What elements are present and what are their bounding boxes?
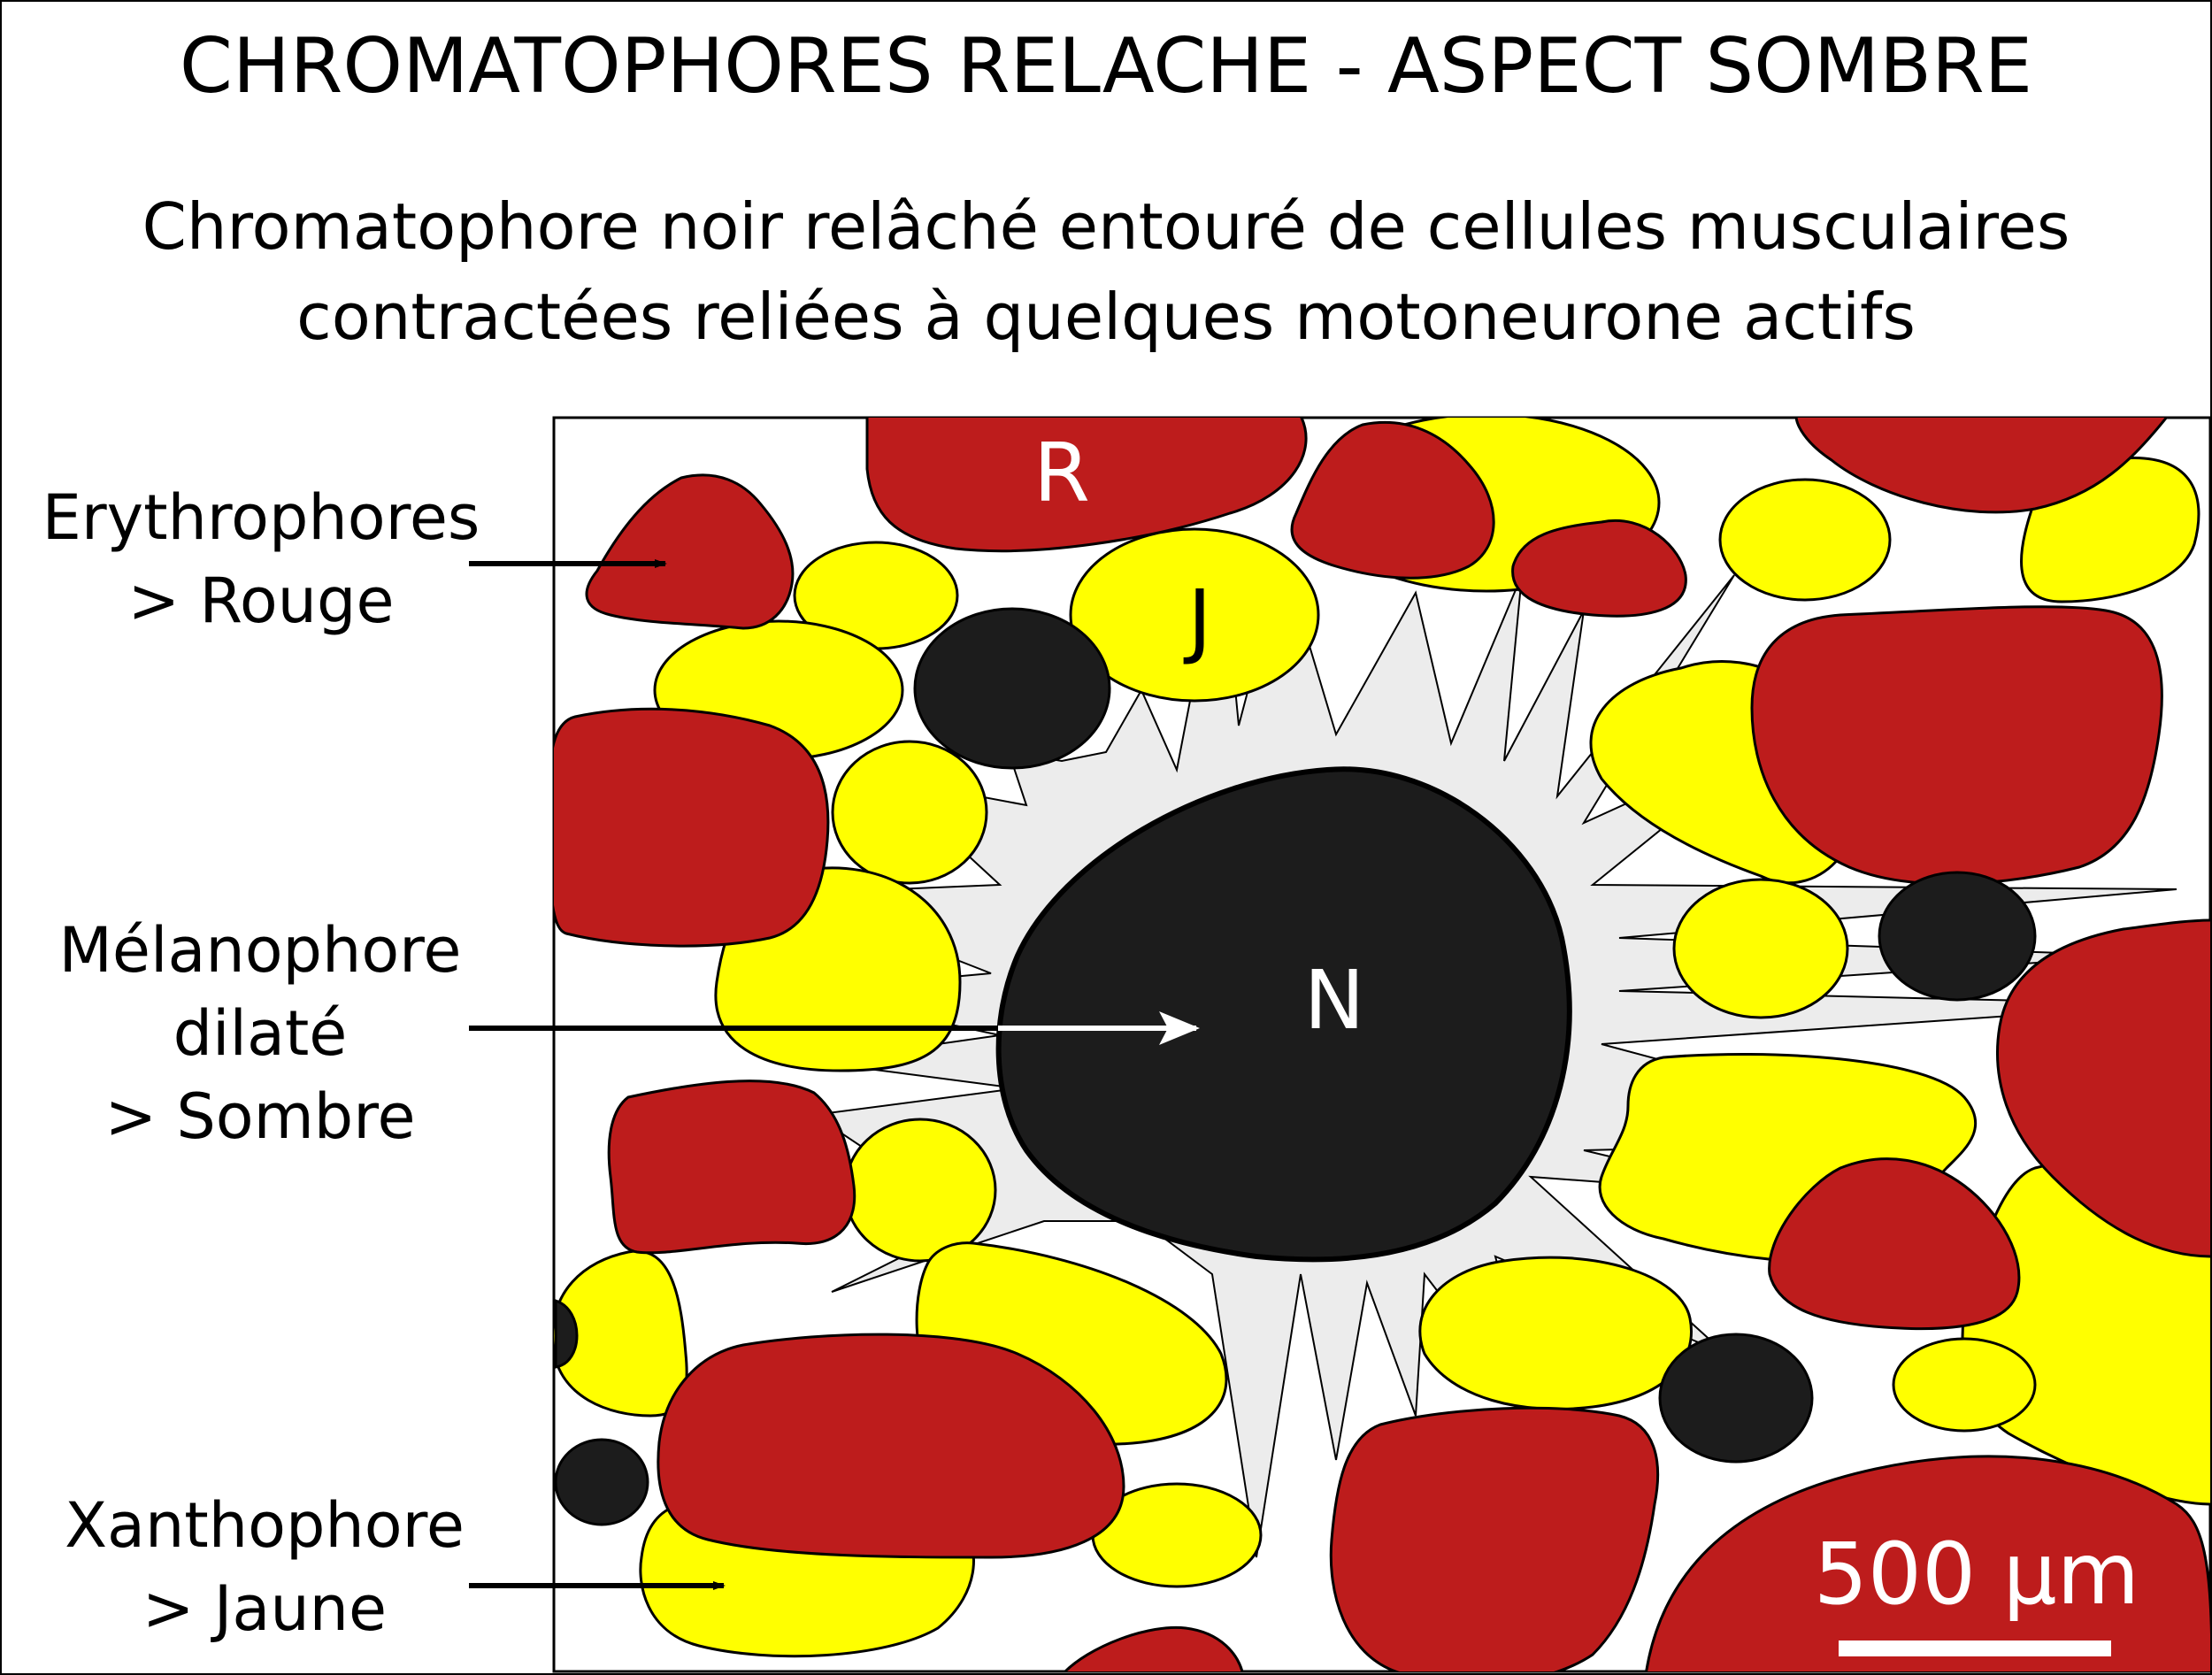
erythrophore-cell bbox=[1290, 420, 1495, 580]
erythrophore-cell bbox=[1768, 1157, 2021, 1331]
figure-subtitle: Chromatophore noir relâché entouré de ce… bbox=[0, 181, 2212, 362]
subtitle-line-1: Chromatophore noir relâché entouré de ce… bbox=[142, 189, 2070, 264]
melanophore-label-line-1: Mélanophore bbox=[58, 914, 462, 987]
xanthophore-cell bbox=[1672, 878, 1849, 1019]
erythrophore-cell bbox=[865, 418, 1308, 553]
red-cell-letter: R bbox=[1033, 426, 1090, 520]
melanophore-arrowhead bbox=[1159, 1011, 1200, 1045]
erythrophore-cell bbox=[1996, 918, 2210, 1258]
black-cell-letter: N bbox=[1304, 953, 1365, 1048]
erythrophore-cell bbox=[607, 1080, 856, 1255]
xanthophore-cell bbox=[1892, 1337, 2037, 1433]
melanophore-label-line-3: > Sombre bbox=[104, 1080, 416, 1153]
melanophore-cell bbox=[554, 1298, 579, 1369]
scale-bar-label: 500 µm bbox=[1814, 1525, 2139, 1624]
xanthophore-cell bbox=[843, 1118, 997, 1263]
erythrophore-cell bbox=[1063, 1625, 1244, 1671]
melanophore-label-line-2: dilaté bbox=[173, 997, 348, 1070]
figure-title: CHROMATOPHORES RELACHE - ASPECT SOMBRE bbox=[179, 22, 2033, 111]
erythrophore-cell bbox=[1645, 1455, 2210, 1671]
erythrophores-label-line-1: Erythrophores bbox=[42, 481, 480, 554]
xanthophore-cell bbox=[1718, 478, 1892, 602]
melanophore-cell bbox=[554, 1438, 649, 1526]
yellow-cell-letter: J bbox=[1183, 572, 1211, 667]
xanthophore-label: Xanthophore > Jaune bbox=[0, 1484, 530, 1650]
erythrophore-cell bbox=[1329, 1406, 1660, 1671]
erythrophore-cell bbox=[657, 1333, 1125, 1559]
erythrophore-cell bbox=[1511, 519, 1687, 618]
erythrophore-cell bbox=[1750, 605, 2163, 886]
xanthophore-label-line-2: > Jaune bbox=[142, 1572, 388, 1645]
xanthophore-cell bbox=[831, 740, 988, 885]
dilated-melanophore bbox=[995, 766, 1572, 1263]
subtitle-line-2: contractées reliées à quelques motoneuro… bbox=[296, 280, 1916, 354]
scale-bar bbox=[1839, 1640, 2111, 1656]
melanophore-cell bbox=[913, 607, 1111, 770]
erythrophore-cell bbox=[1794, 418, 2169, 514]
erythrophores-label-line-2: > Rouge bbox=[127, 565, 395, 637]
xanthophore-cell bbox=[554, 1249, 688, 1418]
xanthophore-label-line-1: Xanthophore bbox=[65, 1489, 465, 1562]
melanophore-cell bbox=[1878, 871, 2037, 1002]
erythrophores-label: Erythrophores > Rouge bbox=[0, 476, 526, 642]
erythrophore-cell bbox=[554, 707, 830, 948]
melanophore-label: Mélanophore dilaté > Sombre bbox=[0, 909, 526, 1158]
melanophore-cell bbox=[1658, 1333, 1814, 1464]
xanthophore-cell bbox=[1069, 527, 1320, 703]
xanthophore-cell bbox=[1418, 1256, 1693, 1410]
